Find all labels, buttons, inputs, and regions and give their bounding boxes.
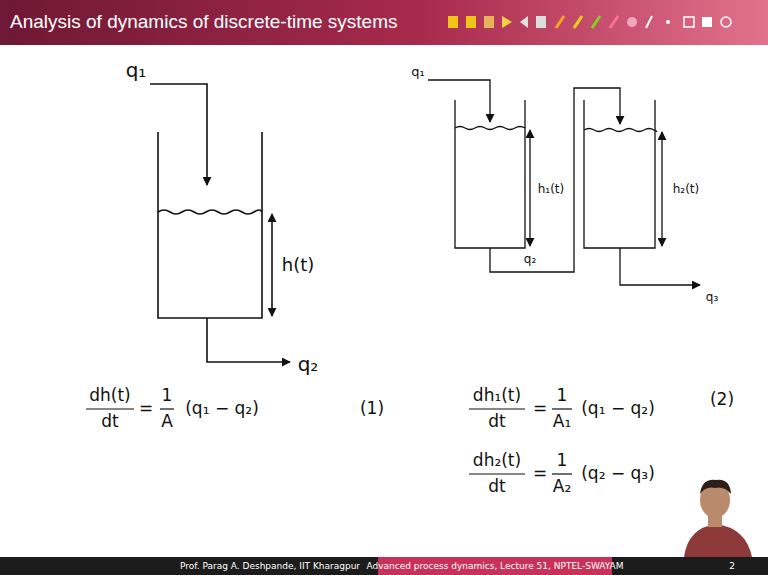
single-tank	[150, 84, 290, 362]
slide-title: Analysis of dynamics of discrete-time sy…	[10, 12, 398, 33]
equation-term: dh₁(t)	[473, 386, 521, 406]
level-label: h(t)	[282, 255, 315, 276]
two-tank-system	[428, 80, 700, 285]
equation-term: =	[533, 399, 547, 419]
equation-term: dh₂(t)	[473, 451, 521, 471]
footer-course: Advanced process dynamics, Lecture 51, N…	[366, 561, 623, 571]
flow-label: q₂	[524, 253, 536, 267]
equation-term: dt	[488, 412, 505, 432]
equation-term: A₁	[553, 412, 571, 432]
equation-number: (1)	[360, 399, 384, 419]
footer-author: Prof. Parag A. Deshpande, IIT Kharagpur	[180, 561, 360, 571]
equation-term: (q₂ − q₃)	[581, 464, 655, 484]
flow-label: q₂	[298, 353, 319, 376]
equation-term: 1	[557, 386, 568, 406]
level-label: h₁(t)	[538, 183, 564, 197]
equation-term: A₂	[553, 477, 571, 497]
equation-term: dt	[101, 412, 118, 432]
equation-term: dt	[488, 477, 505, 497]
flow-label: q₃	[706, 291, 718, 305]
slide-number: 2	[729, 561, 735, 571]
fraction-bars	[86, 409, 572, 474]
flow-label: q₁	[126, 59, 147, 82]
level-label: h₂(t)	[673, 183, 699, 197]
equation-term: =	[139, 399, 153, 419]
footer-bar	[0, 557, 768, 575]
equation-term: (q₁ − q₂)	[185, 399, 259, 419]
flow-label: q₁	[411, 65, 424, 80]
equation-term: A	[161, 412, 173, 432]
toolbar-icons	[448, 16, 731, 28]
equation-term: dh(t)	[89, 386, 131, 406]
equation-number: (2)	[710, 390, 734, 410]
equation-term: 1	[557, 451, 568, 471]
equation-term: 1	[162, 386, 173, 406]
header-bar	[0, 0, 768, 45]
equation-term: (q₁ − q₂)	[581, 399, 655, 419]
equation-term: =	[533, 464, 547, 484]
presenter-video	[684, 480, 752, 557]
